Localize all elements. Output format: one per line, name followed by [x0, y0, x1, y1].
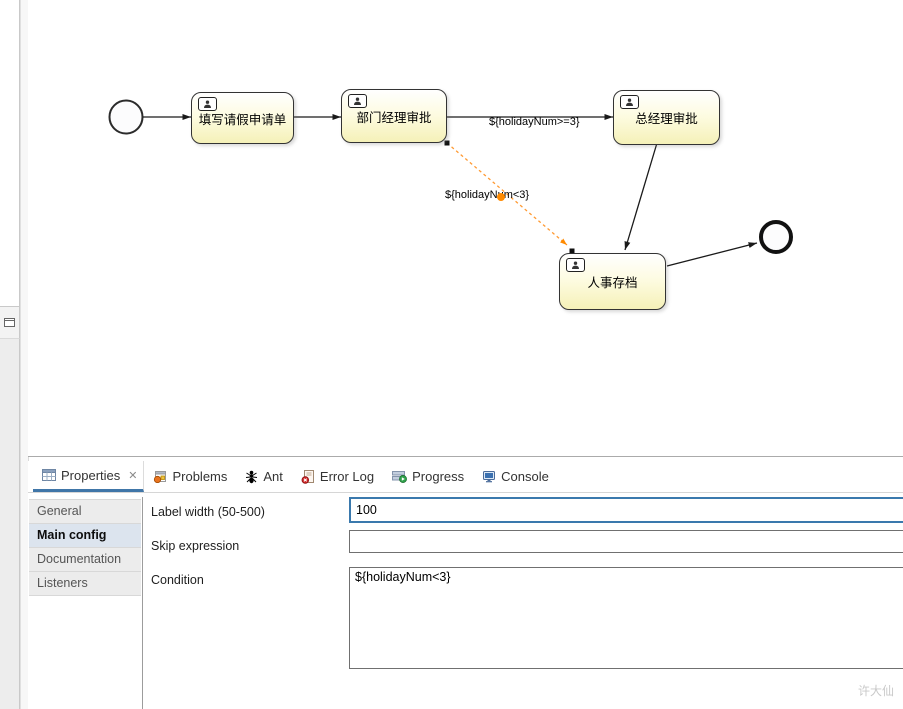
- ant-icon: [246, 470, 258, 483]
- section-general[interactable]: General: [29, 499, 141, 524]
- user-task-icon: [566, 258, 585, 272]
- tab-label: Console: [501, 469, 549, 484]
- task-label: 总经理审批: [635, 112, 698, 126]
- connection-anchor-handle[interactable]: [444, 140, 450, 146]
- tab-error-log[interactable]: Error Log: [292, 461, 383, 492]
- section-listeners[interactable]: Listeners: [29, 572, 141, 596]
- skip-expression-input[interactable]: [349, 530, 903, 553]
- task-label: 部门经理审批: [356, 110, 432, 125]
- condition-textarea[interactable]: ${holidayNum<3}: [349, 567, 903, 669]
- tab-label: Problems: [172, 469, 228, 484]
- start-event-circle[interactable]: [108, 99, 144, 135]
- tab-label: Error Log: [319, 469, 375, 484]
- properties-section-list: General Main config Documentation Listen…: [29, 499, 141, 596]
- flow-connections-layer: [108, 99, 793, 267]
- end-event-circle[interactable]: [759, 220, 793, 254]
- task-label: 填写请假申请单: [198, 112, 287, 127]
- tab-label: Progress: [412, 469, 465, 484]
- user-task-icon: [348, 94, 367, 108]
- tab-problems[interactable]: Problems: [144, 461, 236, 492]
- sidebar-divider: [142, 497, 143, 709]
- problems-icon: [154, 471, 167, 483]
- tab-label: Properties: [61, 467, 121, 483]
- condition-field-label: Condition: [151, 573, 204, 587]
- label-width-input[interactable]: [349, 497, 903, 523]
- section-documentation[interactable]: Documentation: [29, 548, 141, 572]
- skip-expression-field-label: Skip expression: [151, 539, 240, 553]
- tab-label: Ant: [263, 469, 283, 484]
- user-task-fill-leave-form[interactable]: 填写请假申请单: [191, 92, 294, 144]
- user-task-hr-archive[interactable]: 人事存档: [559, 253, 666, 310]
- collapsed-view-sliver: [0, 0, 20, 307]
- window-restore-icon: [4, 318, 15, 327]
- flow-condition-label-ge3: ${holidayNum>=3}: [489, 116, 580, 128]
- left-rail: [0, 339, 20, 709]
- progress-icon: [392, 471, 408, 483]
- table-icon: [42, 469, 56, 481]
- tab-ant[interactable]: Ant: [236, 461, 292, 492]
- watermark-text: 许大仙: [858, 684, 895, 698]
- error-log-icon: [301, 469, 314, 484]
- tab-console[interactable]: Console: [473, 461, 558, 492]
- view-tab-bar: Properties ✕ Problems: [28, 461, 903, 493]
- connection-anchor-handle[interactable]: [569, 248, 575, 254]
- user-task-icon: [198, 97, 217, 111]
- connection-midpoint-handle[interactable]: [497, 193, 505, 201]
- user-task-icon: [620, 95, 639, 109]
- restore-view-button[interactable]: [0, 307, 20, 339]
- properties-view: Properties ✕ Problems: [28, 461, 903, 709]
- tab-progress[interactable]: Progress: [383, 461, 473, 492]
- flow-task4-to-end[interactable]: [666, 242, 758, 267]
- label-width-field-label: Label width (50-500): [151, 505, 265, 519]
- flow-task3-to-task4[interactable]: [624, 142, 658, 251]
- tab-properties[interactable]: Properties ✕: [33, 461, 145, 492]
- task-label: 人事存档: [587, 276, 638, 290]
- bpmn-editor-canvas[interactable]: 填写请假申请单 部门经理审批 总经理审批 人事存档 ${holidayNum>=…: [28, 0, 903, 457]
- flow-task2-to-task4-selected[interactable]: [446, 142, 568, 246]
- section-main-config[interactable]: Main config: [29, 524, 141, 548]
- close-icon[interactable]: ✕: [128, 469, 138, 482]
- user-task-general-manager-approve[interactable]: 总经理审批: [613, 90, 720, 145]
- flow-condition-label-lt3: ${holidayNum<3}: [445, 189, 530, 201]
- user-task-dept-manager-approve[interactable]: 部门经理审批: [341, 89, 447, 143]
- console-icon: [483, 471, 496, 483]
